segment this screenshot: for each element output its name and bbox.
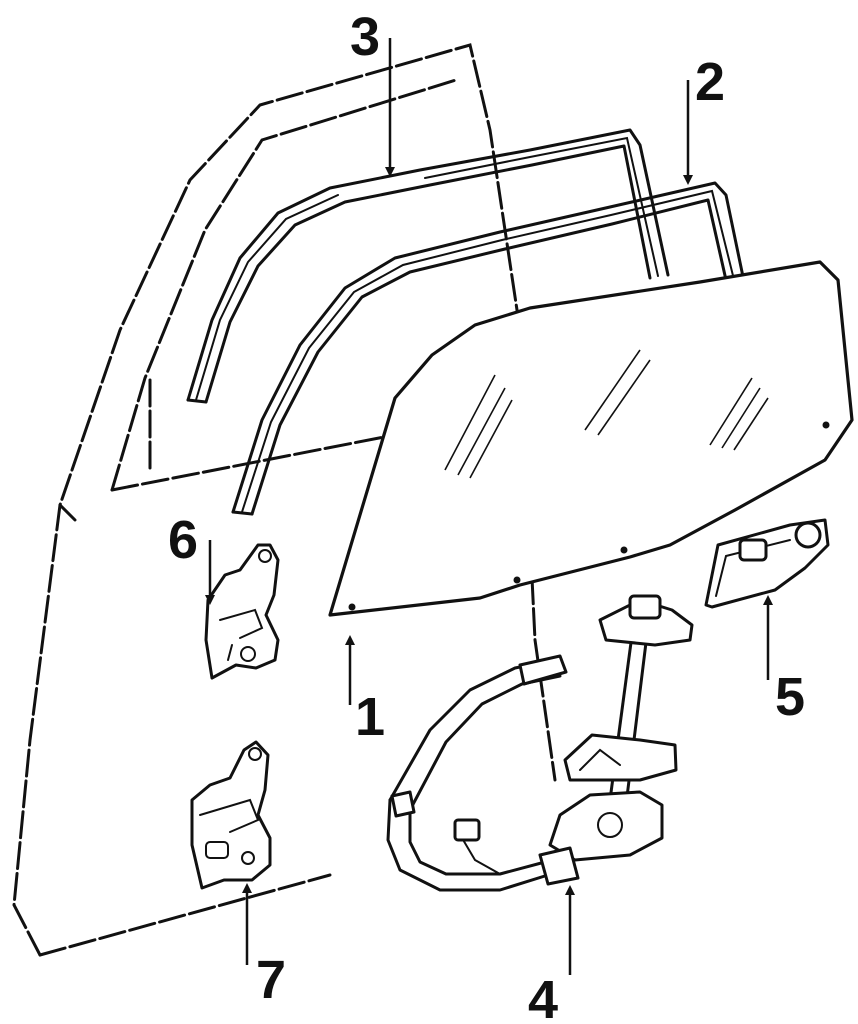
- callout-1: 1: [355, 687, 385, 747]
- callout-5: 5: [775, 667, 805, 727]
- inside-door-handle: [704, 518, 830, 609]
- callout-2: 2: [695, 52, 725, 112]
- window-regulator: [386, 594, 694, 892]
- door-lock-upper: [204, 543, 280, 680]
- callout-3: 3: [350, 7, 380, 67]
- callout-7: 7: [256, 950, 286, 1010]
- callout-6: 6: [168, 510, 198, 570]
- glass-reflection-hatching: [444, 349, 769, 479]
- callout-leaders: [205, 38, 773, 975]
- door-lock-lower: [190, 740, 272, 890]
- door-glass: [328, 260, 854, 617]
- callout-labels: 1 2 3 4 5 6 7: [168, 7, 805, 1024]
- door-shell: [12, 43, 557, 957]
- run-channel-outer: [186, 128, 670, 404]
- callout-4: 4: [528, 970, 558, 1024]
- run-channel-inner: [231, 181, 754, 516]
